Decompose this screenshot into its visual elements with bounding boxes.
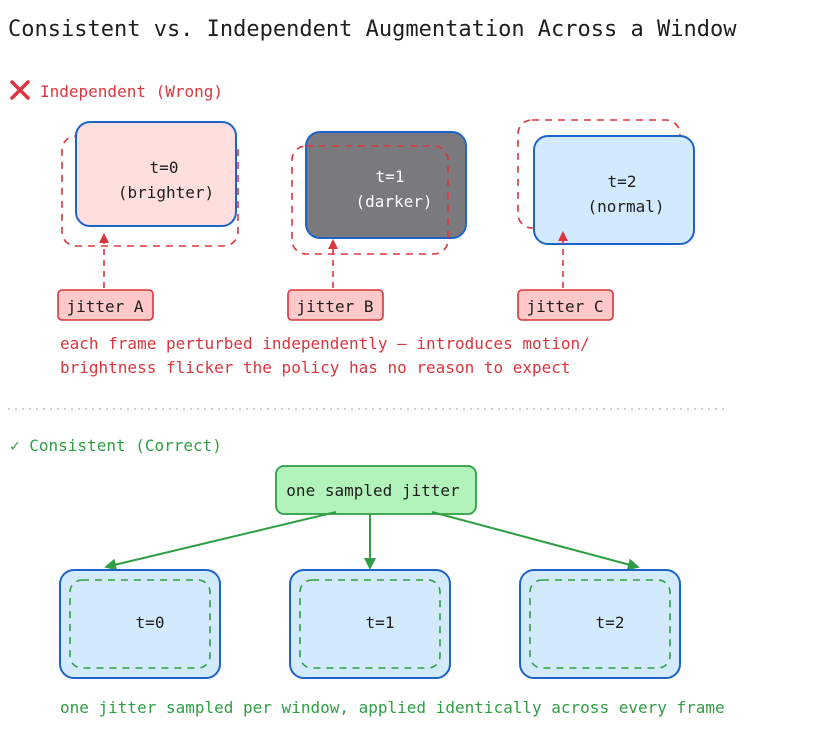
frame-t0-box bbox=[75, 121, 237, 227]
frame-t1-jitter-outline bbox=[291, 145, 449, 255]
independent-frame-t0: t=0 (brighter) bbox=[61, 121, 239, 247]
independent-caption-line-2: brightness flicker the policy has no rea… bbox=[60, 358, 571, 377]
frame-t1-box bbox=[305, 131, 467, 239]
consistent-frame-t1-jitter-outline bbox=[299, 579, 441, 669]
frame-t2-box bbox=[533, 135, 695, 245]
jitter-c-box: jitter C bbox=[517, 289, 614, 321]
consistent-frame-t0-label: t=0 bbox=[136, 613, 165, 632]
frame-t1-label: t=1 bbox=[376, 167, 405, 186]
jitter-a-box: jitter A bbox=[57, 289, 154, 321]
jitter-b-box: jitter B bbox=[287, 289, 384, 321]
jitter-c-label: jitter C bbox=[526, 297, 603, 316]
consistent-frame-t1-label: t=1 bbox=[366, 613, 395, 632]
consistent-frame-t2-label: t=2 bbox=[596, 613, 625, 632]
one-sampled-jitter-label: one sampled jitter bbox=[286, 481, 460, 500]
jitter-to-t2-arrow bbox=[431, 511, 640, 571]
independent-frame-t1: t=1 (darker) bbox=[291, 131, 467, 255]
independent-frame-t2: t=2 (normal) bbox=[517, 119, 695, 245]
independent-heading: Independent (Wrong) bbox=[40, 82, 223, 101]
frame-t2-label: t=2 bbox=[608, 172, 637, 191]
consistent-frame-t0: t=0 bbox=[59, 569, 221, 679]
frame-t0-label: t=0 bbox=[150, 158, 179, 177]
jitter-a-label: jitter A bbox=[66, 297, 143, 316]
frame-t1-note: (darker) bbox=[355, 192, 432, 211]
diagram-title: Consistent vs. Independent Augmentation … bbox=[8, 17, 737, 42]
consistent-frame-t1: t=1 bbox=[289, 569, 451, 679]
consistent-frame-t2: t=2 bbox=[519, 569, 681, 679]
frame-t2-note: (normal) bbox=[587, 197, 664, 216]
consistent-heading: ✓ Consistent (Correct) bbox=[10, 436, 222, 455]
frame-t0-jitter-outline bbox=[61, 135, 239, 247]
jitter-b-label: jitter B bbox=[296, 297, 373, 316]
consistent-frame-t0-jitter-outline bbox=[69, 579, 211, 669]
frame-t0-note: (brighter) bbox=[118, 183, 214, 202]
jitter-to-t0-arrow bbox=[104, 511, 337, 571]
consistent-frame-t2-jitter-outline bbox=[529, 579, 671, 669]
consistent-caption: one jitter sampled per window, applied i… bbox=[60, 698, 725, 717]
one-sampled-jitter-box: one sampled jitter bbox=[275, 465, 477, 515]
x-mark-icon bbox=[10, 80, 30, 100]
independent-caption-line-1: each frame perturbed independently — int… bbox=[60, 334, 590, 353]
